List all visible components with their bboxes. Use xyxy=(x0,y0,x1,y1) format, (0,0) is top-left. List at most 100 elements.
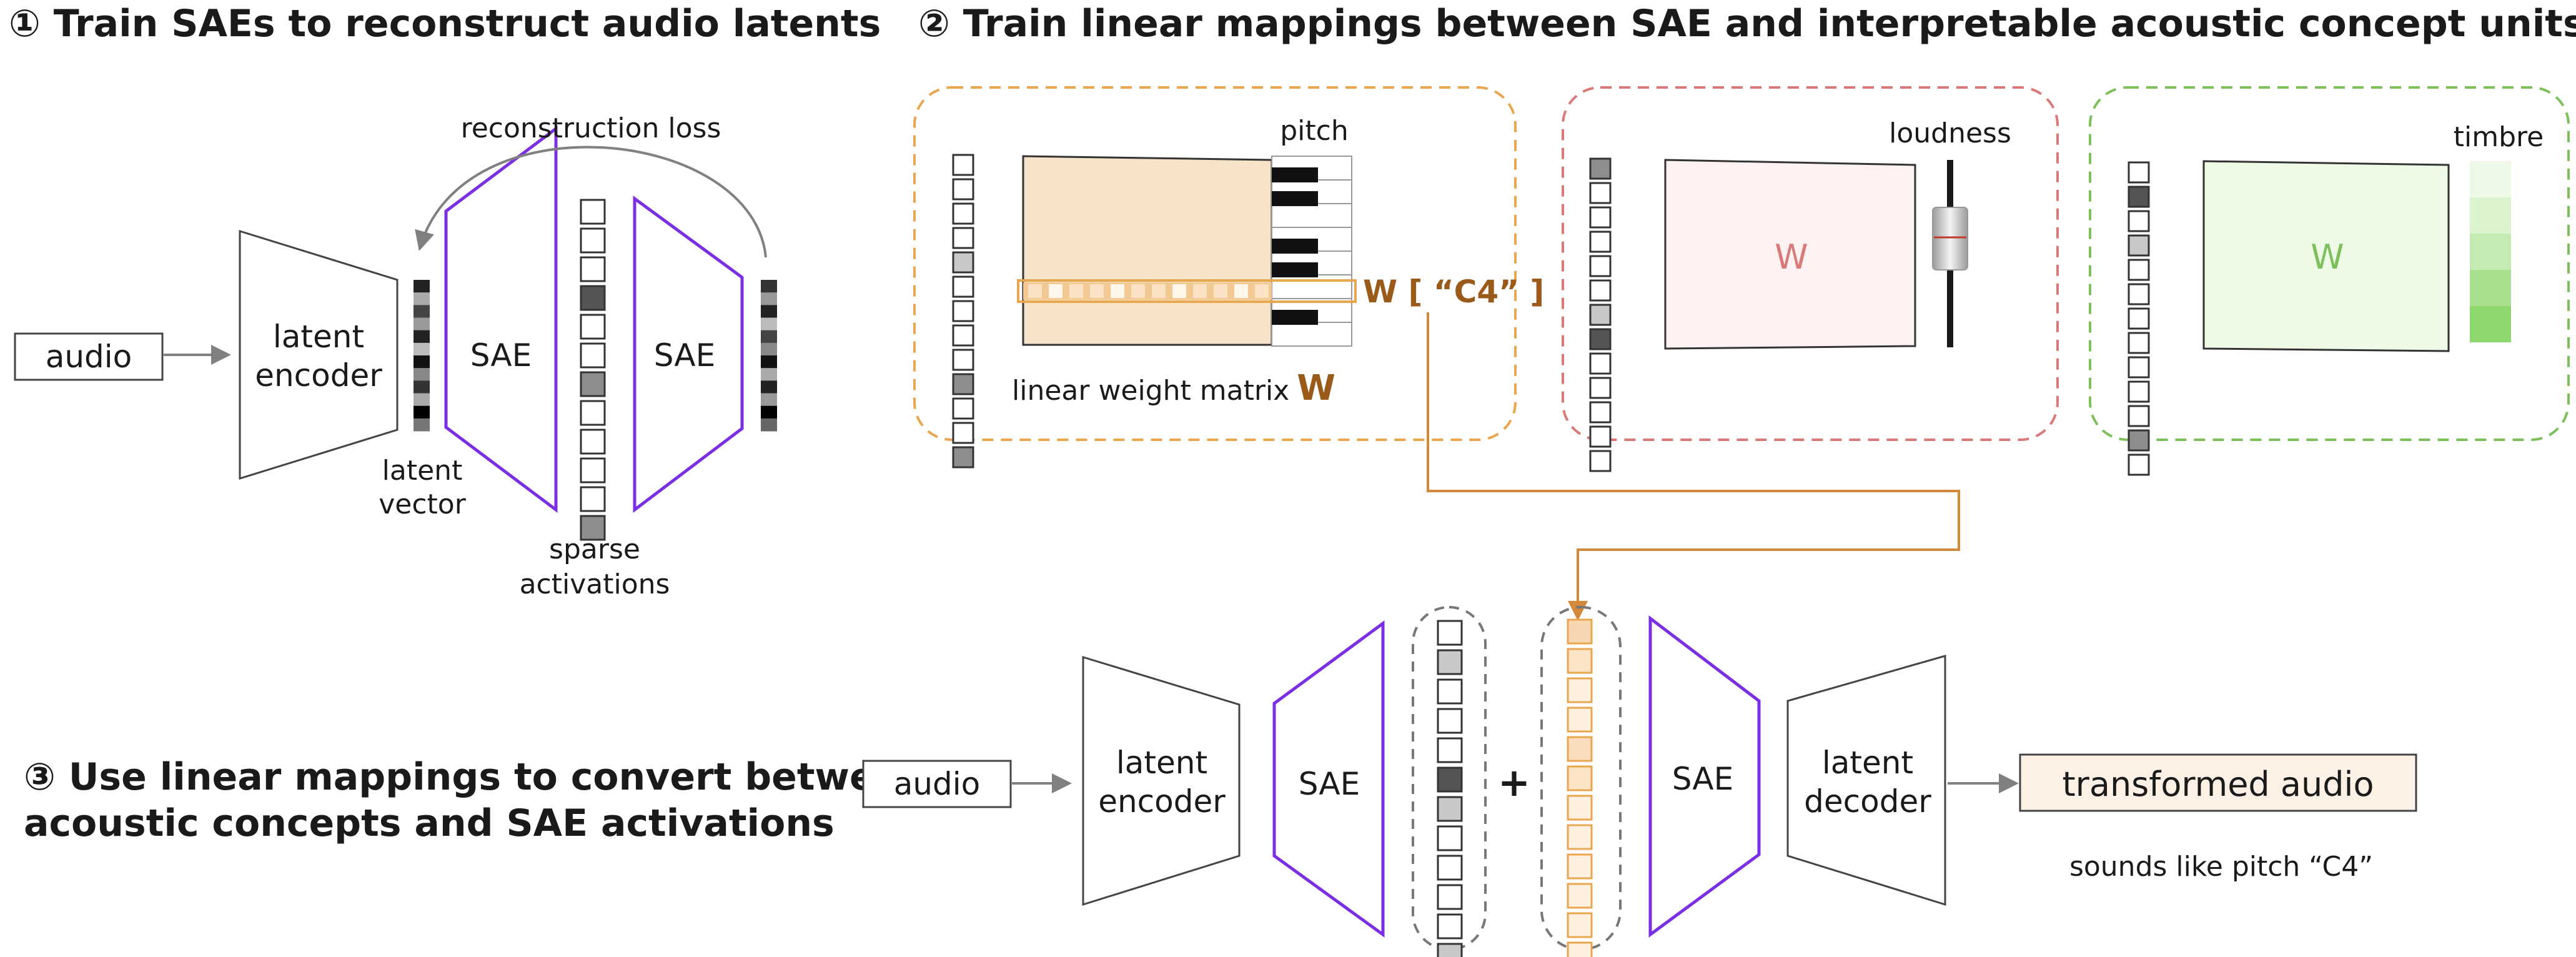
latent-cell xyxy=(761,342,777,356)
latent-cell xyxy=(414,330,430,344)
step2-title: ② Train linear mappings between SAE and … xyxy=(918,2,2576,46)
activation-cell xyxy=(1437,884,1463,910)
black-key xyxy=(1272,262,1318,277)
color-gradient-icon xyxy=(2470,161,2511,342)
w-c4-highlight-row xyxy=(1017,279,1357,303)
latent-decoder-block: latent decoder xyxy=(1786,655,1946,906)
sparse-activation-column xyxy=(580,199,606,541)
activation-cell xyxy=(580,457,606,483)
piano-keys-icon xyxy=(1271,156,1352,347)
activation-cell xyxy=(952,373,974,395)
mapped-cell xyxy=(1567,707,1593,733)
latent-vector-strip xyxy=(414,280,430,432)
black-key xyxy=(1272,191,1318,206)
activation-cell xyxy=(1589,352,1612,375)
mapped-cell xyxy=(1567,883,1593,909)
decoder-label-line1: latent xyxy=(1822,745,1913,781)
activation-cell xyxy=(2128,429,2150,452)
activation-cell xyxy=(952,154,974,176)
sae-encoder-block: SAE xyxy=(1272,620,1385,938)
pitch-label: pitch xyxy=(1280,115,1348,147)
row-outline xyxy=(1017,279,1357,303)
activation-cell xyxy=(2128,259,2150,281)
timbre-label: timbre xyxy=(2454,121,2544,153)
latent-vector-label-line2: vector xyxy=(379,488,466,520)
mapped-cell xyxy=(1567,618,1593,645)
activation-cell xyxy=(1437,708,1463,734)
timbre-weight-matrix: W xyxy=(2202,160,2450,352)
mapped-cell xyxy=(1567,824,1593,850)
black-key xyxy=(1272,167,1318,182)
activation-cell xyxy=(1589,401,1612,424)
mapped-cell xyxy=(1567,765,1593,791)
row-cell xyxy=(1193,284,1207,298)
curved-arrow-icon xyxy=(415,146,767,258)
latent-cell xyxy=(761,280,777,293)
gradient-step xyxy=(2470,270,2511,306)
activation-cell xyxy=(580,227,606,254)
activation-cell xyxy=(1437,620,1463,646)
gradient-step xyxy=(2470,306,2511,342)
sae-decoder-block: SAE xyxy=(444,126,558,513)
latent-cell xyxy=(414,355,430,369)
w-c4-label: W [ “C4” ] xyxy=(1363,274,1544,310)
activation-cell xyxy=(952,251,974,274)
activation-cell xyxy=(1437,649,1463,675)
row-cell xyxy=(1152,284,1166,298)
mapped-cell xyxy=(1567,853,1593,880)
audio-label: audio xyxy=(46,339,132,375)
sae-activation-column xyxy=(952,154,974,469)
black-key xyxy=(1272,239,1318,254)
encoder-label-line1: latent xyxy=(273,319,364,355)
step3-title-line2: acoustic concepts and SAE activations xyxy=(24,801,835,845)
latent-cell xyxy=(414,342,430,356)
latent-cell xyxy=(761,380,777,394)
activation-cell xyxy=(952,324,974,347)
row-cell xyxy=(1028,284,1042,298)
activation-cell xyxy=(1589,450,1612,472)
activation-cell xyxy=(1589,377,1612,399)
activation-cell xyxy=(2128,380,2150,403)
sae-label: SAE xyxy=(1672,761,1733,797)
mapped-cell xyxy=(1567,677,1593,703)
pitch-panel xyxy=(913,86,1517,441)
activation-cell xyxy=(952,300,974,322)
row-cell xyxy=(1234,284,1248,298)
activation-cell xyxy=(1437,913,1463,940)
latent-cell xyxy=(414,292,430,305)
mapped-cell xyxy=(1567,795,1593,821)
latent-cell xyxy=(761,393,777,407)
loudness-panel xyxy=(1562,86,2059,441)
latent-cell xyxy=(761,292,777,305)
activation-cell xyxy=(2128,283,2150,305)
latent-cell xyxy=(414,405,430,419)
activation-cell xyxy=(952,227,974,249)
activation-cell xyxy=(952,446,974,469)
encoder-label-line2: encoder xyxy=(255,357,382,394)
audio-input-box: audio xyxy=(14,332,164,381)
activation-cell xyxy=(1437,855,1463,881)
latent-cell xyxy=(761,405,777,419)
activation-cell xyxy=(952,349,974,371)
activation-cell xyxy=(952,275,974,298)
activation-cell xyxy=(1589,157,1612,180)
timbre-w-label: W xyxy=(2311,237,2344,277)
gradient-step xyxy=(2470,161,2511,197)
activation-cell xyxy=(580,199,606,225)
sae-label: SAE xyxy=(1299,766,1360,802)
activation-cell xyxy=(1589,425,1612,448)
latent-encoder-block: latent encoder xyxy=(239,229,399,480)
reconstruction-loss-label: reconstruction loss xyxy=(461,112,721,144)
row-cell xyxy=(1214,284,1227,298)
latent-cell xyxy=(414,418,430,432)
original-activations-outline xyxy=(1412,606,1487,951)
step3-title-line1: ③ Use linear mappings to convert between xyxy=(24,755,927,799)
white-key xyxy=(1271,203,1352,228)
activation-cell xyxy=(2128,405,2150,427)
mapped-cell xyxy=(1567,912,1593,938)
sae-decoder-block: SAE xyxy=(1648,615,1761,938)
row-band xyxy=(1023,282,1272,300)
latent-encoder-block: latent encoder xyxy=(1082,655,1241,906)
activation-cell xyxy=(1437,678,1463,705)
